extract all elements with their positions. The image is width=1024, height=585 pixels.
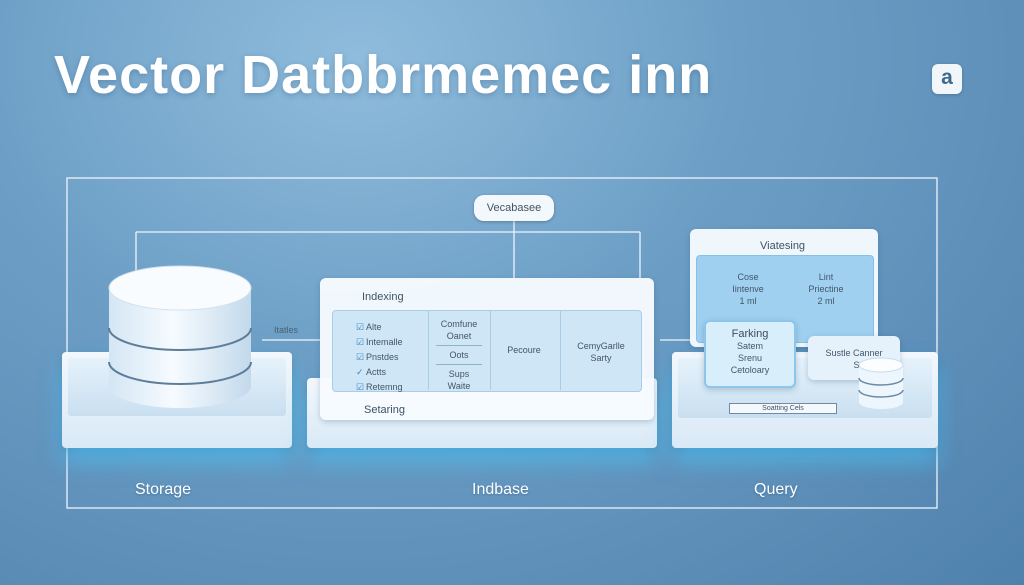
page-title: Vector Datbbrmemec inn <box>54 45 713 105</box>
list-item: ☑Intemalle <box>356 337 403 347</box>
farking-card: Farking Satem Srenu Cetoloary <box>704 320 796 388</box>
indexing-title: Indexing <box>362 291 404 303</box>
outer-frame <box>66 177 938 509</box>
indexing-column-3: Pecoure <box>507 345 541 355</box>
viatesing-column-a: Cose Iintenve 1 ml <box>732 272 764 306</box>
indexing-column-2: Comfune Oanet Oots Sups Waite <box>430 318 488 392</box>
logo-badge: a <box>932 64 962 94</box>
small-database-icon <box>858 357 904 409</box>
query-label: Query <box>754 481 798 498</box>
storage-label: Storage <box>135 481 192 498</box>
indexing-inner-card <box>332 310 642 392</box>
indexing-panel: Indexing ☑Alte ☑Intemalle ☑Pnstdes ✓Actt… <box>320 278 654 420</box>
indexing-list: ☑Alte ☑Intemalle ☑Pnstdes ✓Actts ☑Retemn… <box>356 320 403 395</box>
center-node: Vecabasee <box>474 195 554 221</box>
indbase-label: Indbase <box>472 481 529 498</box>
list-item: ☑Alte <box>356 322 382 332</box>
database-cylinder-icon <box>108 265 252 408</box>
list-item: ☑Retemng <box>356 382 403 392</box>
viatesing-column-b: Lint Priectine 2 ml <box>808 272 844 306</box>
soatting-strip: Soatting Cels <box>729 403 837 414</box>
side-label: Itatles <box>274 325 299 335</box>
list-item: ✓Actts <box>356 367 387 377</box>
viatesing-title: Viatesing <box>760 240 806 252</box>
indexing-column-4: CemyGarlle Sarty <box>577 341 625 363</box>
indexing-footer: Setaring <box>364 404 405 416</box>
list-item: ☑Pnstdes <box>356 352 399 362</box>
